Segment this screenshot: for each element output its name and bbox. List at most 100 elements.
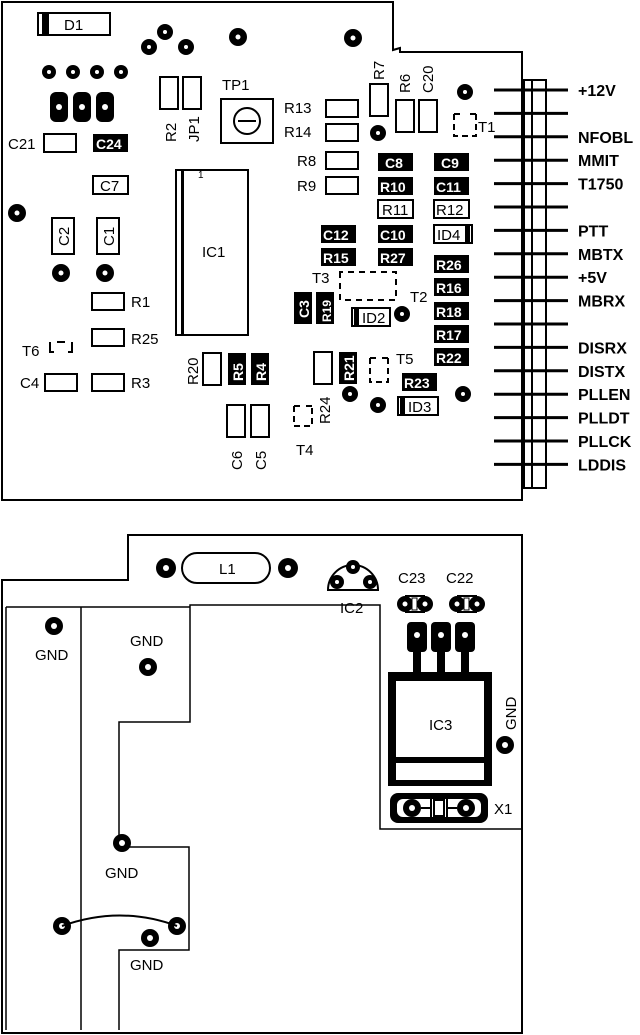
label-t2: T2 bbox=[410, 289, 428, 306]
label-r9: R9 bbox=[297, 178, 316, 195]
r18-body bbox=[434, 302, 469, 320]
t5-outline bbox=[369, 357, 389, 383]
capacitor-c23 bbox=[397, 595, 433, 613]
c20-body bbox=[418, 99, 438, 133]
r10-body bbox=[378, 177, 413, 195]
ic3-package bbox=[388, 622, 492, 786]
label-c11: C11 bbox=[436, 179, 461, 195]
bottom-board-outline bbox=[1, 534, 523, 1034]
label-r2: R2 bbox=[163, 123, 180, 142]
label-r7: R7 bbox=[371, 61, 388, 80]
r16-body bbox=[434, 278, 469, 296]
label-c1: C1 bbox=[101, 227, 118, 246]
r20-body bbox=[202, 352, 222, 386]
jp1-body bbox=[182, 76, 202, 110]
label-r6: R6 bbox=[397, 74, 414, 93]
label-d1: D1 bbox=[64, 17, 83, 34]
connector-label-13: DISTX bbox=[578, 364, 625, 381]
label-gnd-1: GND bbox=[35, 647, 69, 664]
label-r12: R12 bbox=[436, 202, 464, 219]
r24-body bbox=[313, 351, 333, 385]
r17-body bbox=[434, 325, 469, 343]
label-r23: R23 bbox=[404, 375, 430, 391]
connector-label-17: LDDIS bbox=[578, 457, 626, 474]
r26-body bbox=[434, 255, 469, 273]
label-r20: R20 bbox=[185, 357, 202, 385]
r21-body bbox=[339, 352, 357, 384]
label-ic3: IC3 bbox=[429, 717, 452, 734]
c9-body bbox=[434, 153, 469, 171]
label-ic1-pin1: 1 bbox=[198, 170, 204, 181]
r7-body bbox=[369, 83, 389, 117]
label-c23: C23 bbox=[398, 570, 426, 587]
diode-id4: ID4 bbox=[433, 224, 473, 244]
r8-body bbox=[325, 151, 359, 170]
label-r24: R24 bbox=[317, 396, 334, 424]
connector-label-3: NFOBL bbox=[578, 130, 633, 147]
label-c7: C7 bbox=[100, 178, 119, 195]
label-r22: R22 bbox=[436, 350, 462, 366]
label-gnd-5: GND bbox=[130, 957, 164, 974]
r6-body bbox=[395, 99, 415, 133]
label-r16: R16 bbox=[436, 280, 462, 296]
t4-outline bbox=[293, 405, 313, 427]
r25-body bbox=[91, 328, 125, 347]
r19-body bbox=[316, 292, 334, 324]
label-t1: T1 bbox=[478, 119, 496, 136]
r27-body bbox=[378, 248, 413, 266]
wire-jumper bbox=[61, 914, 178, 927]
r2-body bbox=[159, 76, 179, 110]
r3-body bbox=[91, 373, 125, 392]
connector-header bbox=[523, 79, 547, 489]
r13-body bbox=[325, 99, 359, 118]
t1-outline bbox=[453, 113, 477, 137]
label-r25: R25 bbox=[131, 331, 159, 348]
label-r1: R1 bbox=[131, 294, 150, 311]
connector-pins: +12VNFOBLMMITT1750PTTMBTX+5VMBRXDISRXDIS… bbox=[494, 83, 633, 474]
label-gnd-2: GND bbox=[130, 633, 164, 650]
label-id2: ID2 bbox=[362, 310, 385, 327]
connector-label-12: DISRX bbox=[578, 340, 627, 357]
c24-body bbox=[93, 134, 128, 152]
capacitor-c22 bbox=[449, 595, 485, 613]
inductor-l1: L1 bbox=[156, 552, 298, 584]
label-r14: R14 bbox=[284, 124, 312, 141]
label-r19: R19 bbox=[320, 300, 334, 322]
r15-body bbox=[321, 248, 356, 266]
label-gnd-4: GND bbox=[105, 865, 139, 882]
r1-body bbox=[91, 292, 125, 311]
label-c22: C22 bbox=[446, 570, 474, 587]
label-c9: C9 bbox=[441, 155, 459, 171]
connector-label-10: MBRX bbox=[578, 294, 625, 311]
label-c21: C21 bbox=[8, 136, 36, 153]
label-r8: R8 bbox=[297, 153, 316, 170]
label-t3: T3 bbox=[312, 270, 330, 287]
connector-label-1: +12V bbox=[578, 83, 616, 100]
label-r3: R3 bbox=[131, 375, 150, 392]
label-c6: C6 bbox=[229, 451, 246, 470]
c2-body bbox=[51, 217, 75, 255]
diode-d1: D1 bbox=[37, 12, 111, 36]
copper-region bbox=[118, 607, 191, 1030]
diode-id3: ID3 bbox=[397, 396, 439, 416]
label-r4: R4 bbox=[253, 363, 269, 381]
c3-body bbox=[294, 292, 312, 324]
label-id3: ID3 bbox=[408, 399, 431, 416]
c11-body bbox=[434, 177, 469, 195]
label-c10: C10 bbox=[380, 227, 406, 243]
label-gnd-3: GND bbox=[503, 697, 520, 731]
label-r21: R21 bbox=[341, 355, 357, 381]
connector-label-7: PTT bbox=[578, 223, 608, 240]
r9-body bbox=[325, 176, 359, 195]
r14-body bbox=[325, 123, 359, 142]
c6-body bbox=[226, 404, 246, 438]
r4-body bbox=[251, 353, 269, 385]
label-id4: ID4 bbox=[437, 227, 460, 244]
r23-body bbox=[402, 373, 437, 391]
c4-body bbox=[44, 373, 78, 392]
label-x1: X1 bbox=[494, 801, 512, 818]
label-ic1: IC1 bbox=[202, 244, 225, 261]
label-r18: R18 bbox=[436, 304, 462, 320]
ic2-package bbox=[326, 560, 380, 591]
crystal-x1 bbox=[390, 793, 488, 823]
